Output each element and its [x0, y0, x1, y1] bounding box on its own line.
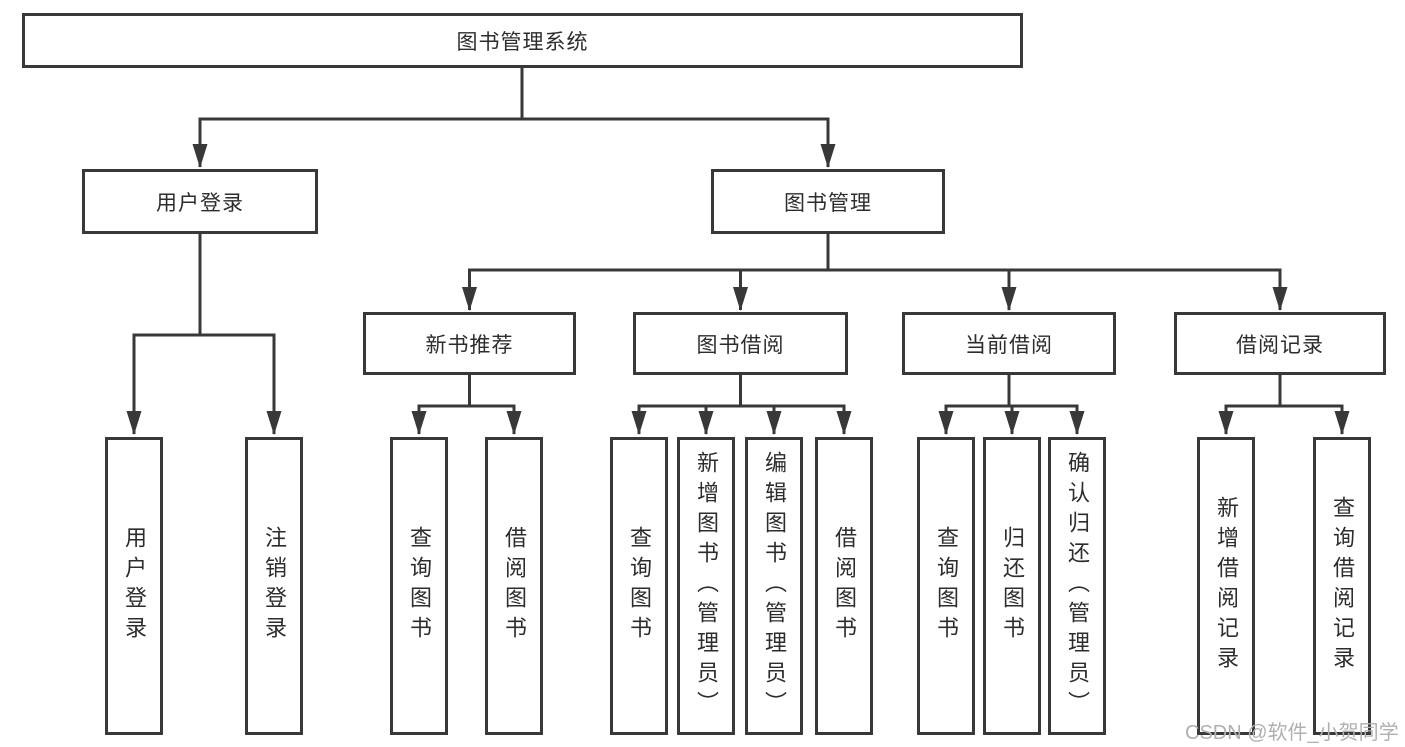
- node-current-borrowing: 当前借阅: [902, 312, 1116, 375]
- node-book-management-module: 图书管理: [711, 169, 945, 234]
- node-user-login: 用户登录: [105, 437, 163, 735]
- node-borrow-books-recommend: 借阅图书: [485, 437, 543, 735]
- node-add-book-admin: 新增图书（管理员）: [677, 437, 735, 735]
- node-user-login-module: 用户登录: [82, 169, 318, 234]
- node-query-borrow-record: 查询借阅记录: [1313, 437, 1371, 735]
- node-query-books-current: 查询图书: [917, 437, 975, 735]
- node-query-books-recommend: 查询图书: [390, 437, 448, 735]
- node-confirm-return-admin: 确认归还（管理员）: [1048, 437, 1106, 735]
- node-library-management-system: 图书管理系统: [22, 13, 1023, 68]
- node-return-books: 归还图书: [983, 437, 1041, 735]
- node-book-borrowing: 图书借阅: [633, 312, 848, 375]
- csdn-watermark: CSDN @软件_小贺同学: [1185, 722, 1399, 744]
- node-add-borrow-record: 新增借阅记录: [1197, 437, 1255, 735]
- node-borrow-books-borrowing: 借阅图书: [815, 437, 873, 735]
- node-logout: 注销登录: [245, 437, 303, 735]
- node-edit-book-admin: 编辑图书（管理员）: [745, 437, 803, 735]
- node-query-books-borrowing: 查询图书: [610, 437, 668, 735]
- node-borrowing-records: 借阅记录: [1174, 312, 1386, 375]
- node-new-book-recommendation: 新书推荐: [363, 312, 576, 375]
